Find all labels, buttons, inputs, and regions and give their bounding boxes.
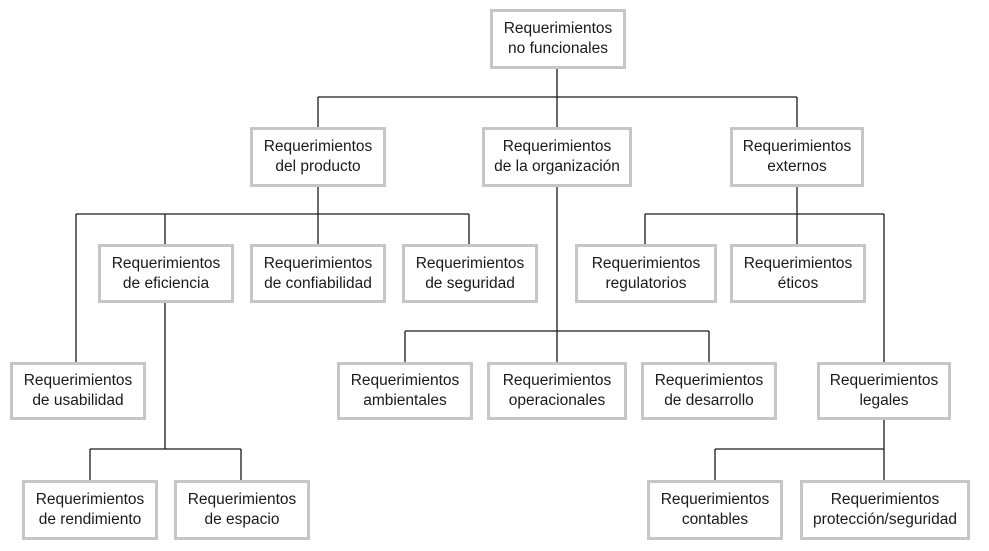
node-label-line2: regulatorios — [605, 274, 687, 292]
node-label-line2: del producto — [275, 158, 361, 175]
node-label-line2: no funcionales — [508, 40, 608, 57]
node-label-line1: Requerimientos — [503, 20, 613, 37]
node-label-line1: Requerimientos — [502, 138, 612, 155]
node-de-la-organizacion: Requerimientos de la organización — [482, 127, 632, 187]
node-del-producto: Requerimientos del producto — [250, 127, 386, 187]
node-label-line1: Requerimientos — [660, 491, 770, 508]
node-de-espacio: Requerimientos de espacio — [174, 480, 310, 540]
node-regulatorios: Requerimientos regulatorios — [575, 244, 717, 303]
node-label-line2: de desarrollo — [664, 392, 754, 409]
node-label-line2: de rendimiento — [38, 511, 142, 528]
node-label-line2: éticos — [777, 274, 819, 292]
node-legales: Requerimientos legales — [817, 362, 951, 420]
node-de-rendimiento: Requerimientos de rendimiento — [22, 480, 158, 540]
node-label-line1: Requerimientos — [350, 372, 460, 389]
node-label-line1: Requerimientos — [591, 254, 701, 272]
node-label-line1: Requerimientos — [654, 372, 764, 389]
node-label-line2: de la organización — [494, 158, 620, 175]
node-label-line2: operacionales — [508, 392, 606, 409]
node-operacionales: Requerimientos operacionales — [487, 362, 627, 420]
node-label-line2: de confiabilidad — [264, 274, 372, 292]
node-label-line1: Requerimientos — [830, 491, 940, 508]
node-label-line1: Requerimientos — [829, 372, 939, 389]
node-label-line1: Requerimientos — [263, 138, 373, 155]
node-label-line2: legales — [859, 392, 909, 409]
node-label-line2: externos — [767, 158, 827, 175]
node-no-funcionales: Requerimientos no funcionales — [490, 9, 626, 69]
node-label-line1: Requerimientos — [742, 138, 852, 155]
node-label-line1: Requerimientos — [263, 254, 373, 272]
node-label-line1: Requerimientos — [187, 491, 297, 508]
node-label-line1: Requerimientos — [743, 254, 853, 272]
node-contables: Requerimientos contables — [647, 480, 783, 540]
node-proteccion-seguridad: Requerimientos protección/seguridad — [800, 480, 970, 540]
node-label-line1: Requerimientos — [35, 491, 145, 508]
node-label-line1: Requerimientos — [111, 254, 221, 272]
node-de-usabilidad: Requerimientos de usabilidad — [10, 362, 146, 420]
node-label-line2: ambientales — [363, 392, 447, 409]
node-label-line2: de usabilidad — [32, 392, 124, 409]
node-de-seguridad: Requerimientos de seguridad — [402, 244, 538, 303]
node-de-desarrollo: Requerimientos de desarrollo — [641, 362, 777, 420]
node-label-line1: Requerimientos — [415, 254, 525, 272]
node-label-line2: contables — [681, 511, 749, 528]
node-label-line2: de seguridad — [425, 274, 515, 292]
node-de-eficiencia: Requerimientos de eficiencia — [98, 244, 234, 303]
node-eticos: Requerimientos éticos — [730, 244, 866, 303]
node-label-line1: Requerimientos — [502, 372, 612, 389]
node-label-line2: de espacio — [204, 511, 280, 528]
node-label-line1: Requerimientos — [23, 372, 133, 389]
node-label-line2: de eficiencia — [122, 274, 210, 292]
node-externos: Requerimientos externos — [730, 127, 864, 187]
node-label-line2: protección/seguridad — [813, 511, 957, 528]
node-ambientales: Requerimientos ambientales — [337, 362, 473, 420]
node-de-confiabilidad: Requerimientos de confiabilidad — [250, 244, 386, 303]
